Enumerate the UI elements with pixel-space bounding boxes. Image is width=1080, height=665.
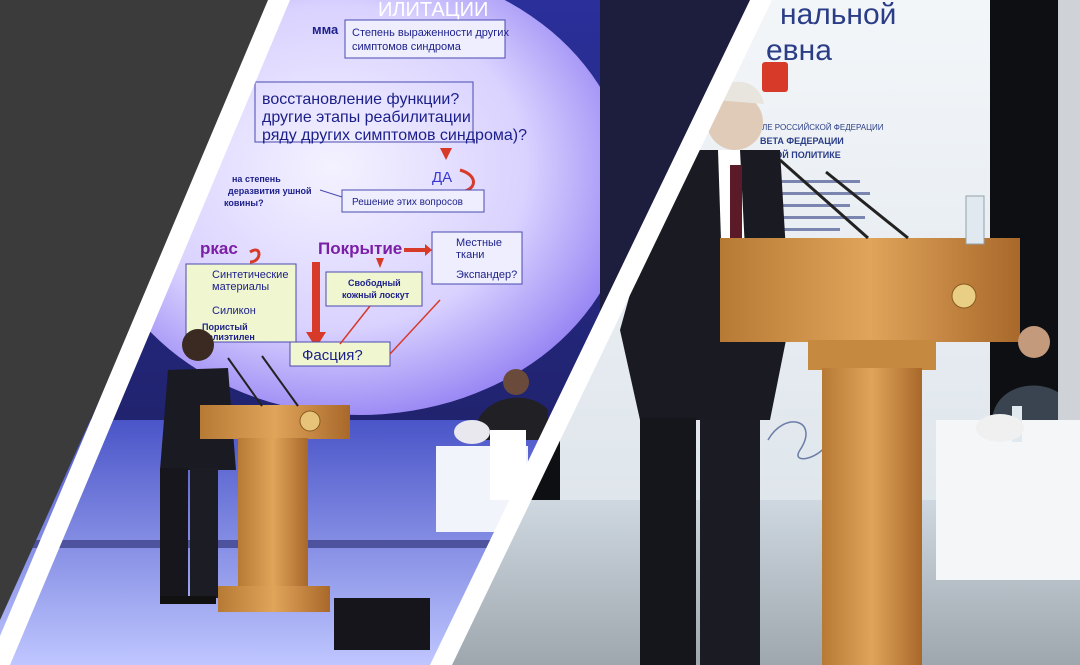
slide-free-flap-2: кожный лоскут bbox=[342, 290, 410, 300]
right-slide-title-1: нальной bbox=[780, 0, 896, 31]
slide-free-flap-1: Свободный bbox=[348, 278, 401, 288]
podium-left bbox=[200, 355, 350, 612]
slide-left-small-1: на степень bbox=[232, 174, 281, 184]
slide-porous-1: Пористый bbox=[202, 322, 248, 332]
podium-right bbox=[720, 158, 1020, 665]
slide-local-tissue-2: ткани bbox=[456, 249, 484, 261]
svg-text:симптомов синдрома: симптомов синдрома bbox=[352, 41, 462, 53]
slide-da: ДА bbox=[432, 169, 452, 186]
divider-left bbox=[0, 0, 290, 665]
slide-question-2: другие этапы реабилитации bbox=[262, 109, 471, 126]
coat-of-arms bbox=[762, 62, 788, 92]
slide-line-fragment: мма bbox=[312, 22, 339, 37]
slide-question-1: восстановление функции? bbox=[262, 91, 459, 108]
slide-karkas: ркас bbox=[200, 239, 238, 258]
speaker-left bbox=[160, 329, 236, 604]
slide-content: ИЛИТАЦИИ мма Степень выраженности других… bbox=[185, 0, 527, 367]
floor-speaker bbox=[334, 598, 430, 650]
slide-pokrytie: Покрытие bbox=[318, 239, 402, 258]
right-doc-line-2: ВЕТА ФЕДЕРАЦИИ bbox=[760, 136, 844, 146]
divider-right bbox=[430, 0, 772, 665]
slide-question-3: ряду других симптомов синдрома)? bbox=[262, 127, 527, 144]
slide-decision: Решение этих вопросов bbox=[352, 197, 463, 208]
right-slide-title-2: евна bbox=[766, 34, 832, 67]
right-photo: нальной евна ЛЕ РОССИЙСКОЙ ФЕДЕРАЦИИ ВЕТ… bbox=[444, 0, 1080, 665]
slide-left-small-3: ковины? bbox=[224, 198, 264, 208]
panelist-right bbox=[936, 326, 1080, 580]
slide-header: ИЛИТАЦИИ bbox=[378, 0, 488, 21]
slide-silicone: Силикон bbox=[212, 305, 256, 317]
right-doc-line-3: ЛЬНОЙ ПОЛИТИКЕ bbox=[756, 149, 841, 160]
signature bbox=[767, 421, 831, 460]
slide-synthetic-2: материалы bbox=[212, 281, 269, 293]
slide-local-tissue-1: Местные bbox=[456, 237, 502, 249]
slide-porous-2: полиэтилен bbox=[202, 332, 255, 342]
slide-box-top: Степень выраженности других bbox=[352, 27, 509, 39]
slide-expander: Экспандер? bbox=[456, 269, 517, 281]
slide-left-small-2: деразвития ушной bbox=[228, 186, 312, 196]
slide-fascia: Фасция? bbox=[302, 347, 363, 364]
right-doc-line-1: ЛЕ РОССИЙСКОЙ ФЕДЕРАЦИИ bbox=[762, 123, 884, 132]
slide-synthetic-1: Синтетические bbox=[212, 269, 288, 281]
